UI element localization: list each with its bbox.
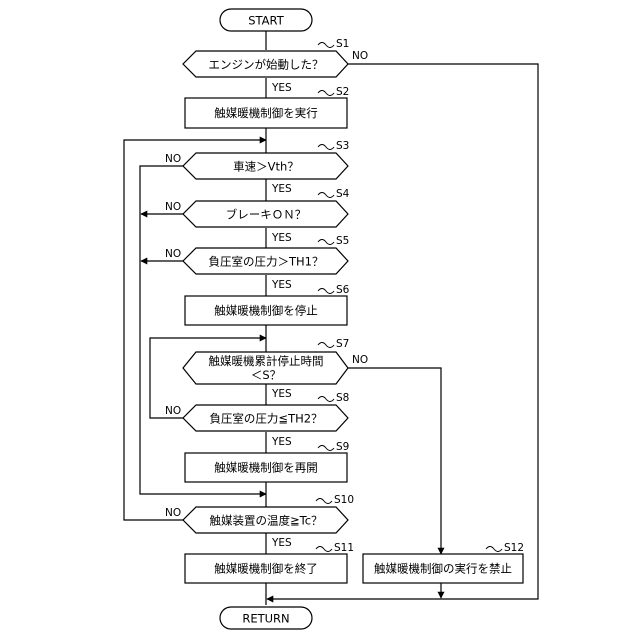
decision-s4-text: ブレーキＯＮ？ bbox=[226, 208, 307, 222]
step-label-s4: S4 bbox=[336, 188, 350, 200]
yes-label-s10: YES bbox=[271, 537, 292, 549]
step-label-s5: S5 bbox=[336, 235, 349, 247]
step-label-s8: S8 bbox=[336, 392, 349, 404]
start-terminal: START bbox=[220, 9, 312, 31]
step-label-s3: S3 bbox=[336, 140, 349, 152]
no-label-s8: NO bbox=[165, 405, 181, 417]
no-label-s3: NO bbox=[165, 153, 181, 165]
step-label-s1: S1 bbox=[336, 38, 349, 50]
decision-s1-text: エンジンが始動した？ bbox=[209, 58, 324, 72]
no-label-s7: NO bbox=[352, 354, 368, 366]
process-s9-text: 触媒暖機制御を再開 bbox=[214, 461, 318, 475]
decision-s10: 触媒装置の温度≧Tc？ S10 bbox=[183, 494, 354, 533]
process-s6: 触媒暖機制御を停止 S6 bbox=[185, 284, 350, 325]
step-label-s7: S7 bbox=[336, 338, 349, 350]
decision-s7-text-line1: 触媒暖機累計停止時間 bbox=[209, 354, 324, 368]
process-s11: 触媒暖機制御を終了 S11 bbox=[185, 542, 354, 583]
yes-label-s3: YES bbox=[271, 183, 292, 195]
process-s11-text: 触媒暖機制御を終了 bbox=[214, 562, 318, 576]
decision-s10-text: 触媒装置の温度≧Tc？ bbox=[209, 514, 322, 528]
process-s2-text: 触媒暖機制御を実行 bbox=[214, 106, 318, 120]
start-label: START bbox=[248, 14, 284, 28]
step-label-s6: S6 bbox=[336, 284, 350, 296]
step-label-s11: S11 bbox=[334, 542, 354, 554]
process-s12-text: 触媒暖機制御の実行を禁止 bbox=[374, 562, 512, 576]
decision-s8-text: 負圧室の圧力≦TH2？ bbox=[209, 412, 322, 426]
no-label-s10: NO bbox=[165, 507, 181, 519]
no-label-s1: NO bbox=[352, 50, 368, 62]
step-label-s9: S9 bbox=[336, 441, 349, 453]
yes-label-s7: YES bbox=[271, 388, 292, 400]
no-label-s5: NO bbox=[165, 248, 181, 260]
decision-s3-text: 車速＞Vth？ bbox=[233, 160, 299, 174]
decision-s7-text-line2: ＜S？ bbox=[251, 368, 281, 382]
process-s12: 触媒暖機制御の実行を禁止 S12 bbox=[363, 542, 524, 583]
yes-label-s4: YES bbox=[271, 232, 292, 244]
step-label-s12: S12 bbox=[504, 542, 524, 554]
yes-label-s5: YES bbox=[271, 279, 292, 291]
no-label-s4: NO bbox=[165, 201, 181, 213]
process-s6-text: 触媒暖機制御を停止 bbox=[214, 304, 318, 318]
step-label-s10: S10 bbox=[334, 494, 354, 506]
process-s2: 触媒暖機制御を実行 S2 bbox=[185, 86, 349, 128]
return-label: RETURN bbox=[242, 612, 289, 626]
decision-s5-text: 負圧室の圧力＞TH1？ bbox=[209, 255, 324, 269]
return-terminal: RETURN bbox=[220, 607, 312, 629]
yes-label-s1: YES bbox=[271, 82, 292, 94]
yes-label-s8: YES bbox=[271, 436, 292, 448]
process-s9: 触媒暖機制御を再開 S9 bbox=[185, 441, 349, 482]
step-label-s2: S2 bbox=[336, 86, 349, 98]
